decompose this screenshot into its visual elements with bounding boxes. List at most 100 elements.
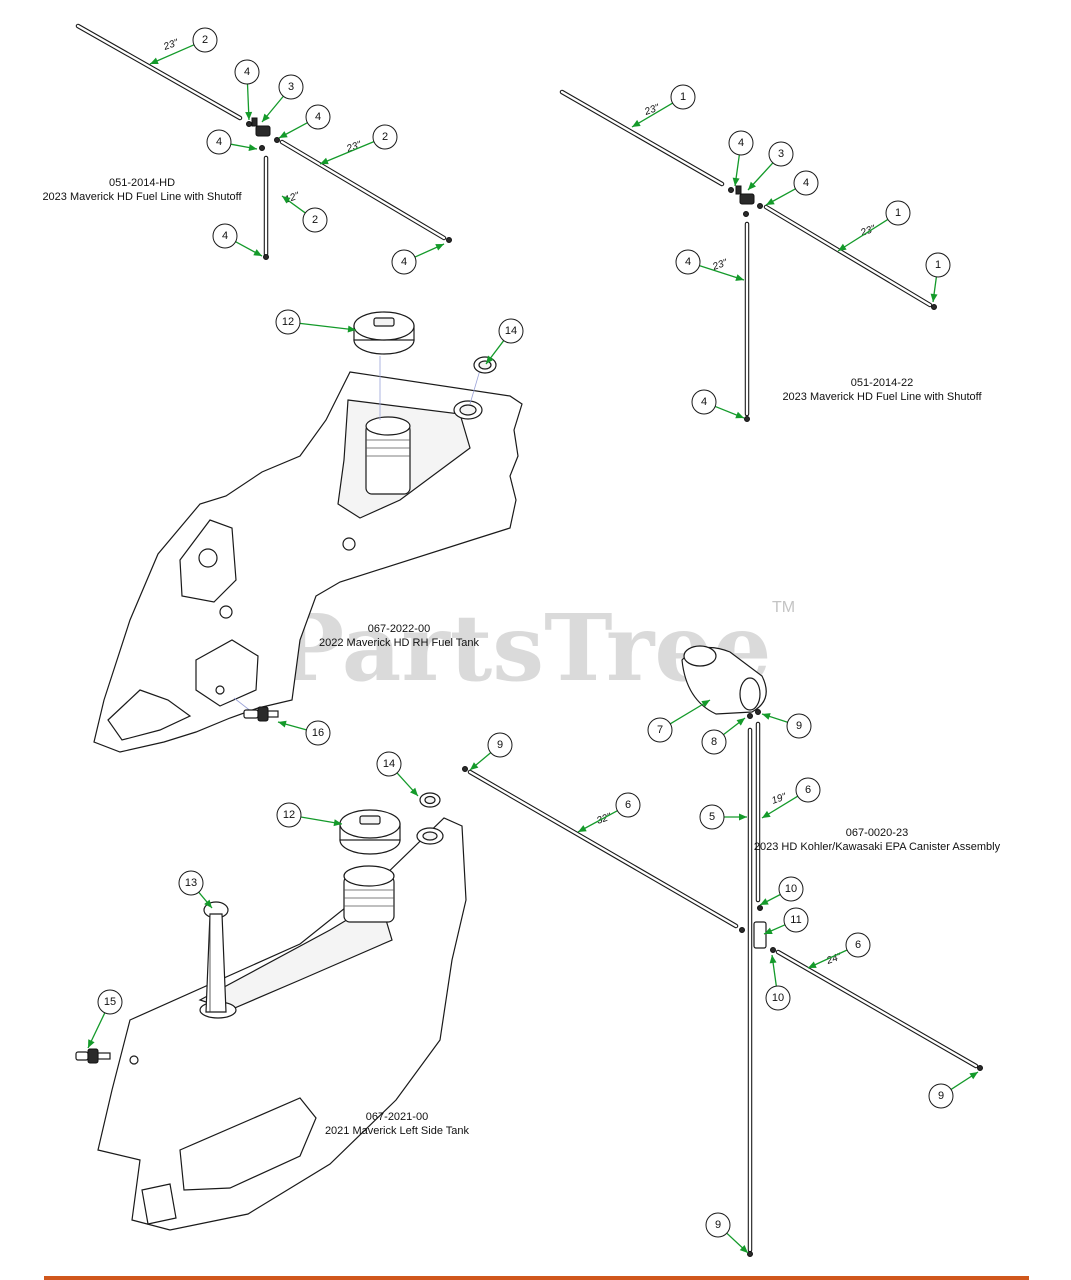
left-side-tank xyxy=(97,817,467,1231)
fitting-left xyxy=(75,1048,111,1064)
callout-balloon[interactable] xyxy=(305,104,331,130)
callout-arrowhead xyxy=(739,1244,748,1253)
callout-number: 6 xyxy=(625,799,631,811)
callout-arrowhead xyxy=(470,762,479,770)
callout-arrowhead xyxy=(320,157,329,165)
callout-balloon[interactable] xyxy=(487,732,513,758)
length-label: 23" xyxy=(642,102,661,118)
callout-balloon[interactable] xyxy=(305,720,331,746)
callout-arrowhead xyxy=(769,955,777,964)
callout-balloon[interactable] xyxy=(675,249,701,275)
callout-balloon[interactable] xyxy=(275,309,301,335)
assembly-name-fuel-line-hd: 2023 Maverick HD Fuel Line with Shutoff xyxy=(42,191,242,203)
callout-leader xyxy=(319,141,375,165)
callout-balloon[interactable] xyxy=(391,249,417,275)
length-label: 19" xyxy=(770,791,788,807)
callout-arrowhead xyxy=(969,1072,978,1080)
callout-balloon[interactable] xyxy=(928,1083,954,1109)
callout-balloon[interactable] xyxy=(234,59,260,85)
callout-balloon[interactable] xyxy=(768,141,794,167)
callout-balloon[interactable] xyxy=(278,74,304,100)
callout-arrowhead xyxy=(764,927,773,934)
callout-balloon[interactable] xyxy=(670,84,696,110)
callout-number: 9 xyxy=(938,1090,944,1102)
callout-balloon[interactable] xyxy=(786,713,812,739)
callout-number: 4 xyxy=(738,137,744,149)
callout-arrowhead xyxy=(748,181,756,190)
callout-arrowhead xyxy=(262,113,270,122)
callout-balloon[interactable] xyxy=(699,804,725,830)
fuel-gauge-sender xyxy=(203,901,229,1013)
callout-number: 12 xyxy=(282,316,294,328)
fuel-line-assembly-hd xyxy=(75,23,452,260)
callout-arrowhead xyxy=(248,144,257,151)
callout-arrowhead xyxy=(632,119,641,127)
assembly-name-epa-canister: 2023 HD Kohler/Kawasaki EPA Canister Ass… xyxy=(754,841,1001,853)
callout-number: 4 xyxy=(803,177,809,189)
callout-balloon[interactable] xyxy=(372,124,398,150)
callout-balloon[interactable] xyxy=(705,1212,731,1238)
callout-number: 14 xyxy=(383,758,395,770)
callout-balloon[interactable] xyxy=(701,729,727,755)
callout-leader xyxy=(149,44,195,65)
assembly-code-left-tank: 067-2021-00 xyxy=(366,1111,428,1123)
callout-number: 6 xyxy=(805,784,811,796)
callout-balloon[interactable] xyxy=(793,170,819,196)
callout-arrowhead xyxy=(88,1039,95,1048)
callout-arrowhead xyxy=(245,111,253,120)
callout-number: 2 xyxy=(312,214,318,226)
callout-arrowhead xyxy=(150,57,159,65)
callout-balloon[interactable] xyxy=(97,989,123,1015)
epa-canister-assembly xyxy=(462,645,983,1257)
length-label: 12" xyxy=(283,190,301,206)
fuel-cap-left xyxy=(339,809,401,855)
callout-balloon[interactable] xyxy=(925,252,951,278)
callout-balloon[interactable] xyxy=(178,870,204,896)
callout-balloon[interactable] xyxy=(206,129,232,155)
watermark-tm: TM xyxy=(772,599,795,616)
callout-number: 3 xyxy=(778,148,784,160)
callout-arrowhead xyxy=(735,411,744,419)
callout-balloon[interactable] xyxy=(192,27,218,53)
callout-arrowhead xyxy=(279,131,288,138)
callout-arrowhead xyxy=(204,899,212,908)
callout-number: 1 xyxy=(895,207,901,219)
callout-balloon[interactable] xyxy=(778,876,804,902)
callout-balloon[interactable] xyxy=(498,318,524,344)
callout-number: 13 xyxy=(185,877,197,889)
callout-arrowhead xyxy=(578,825,587,832)
callout-balloon[interactable] xyxy=(302,207,328,233)
callout-number: 11 xyxy=(790,914,801,926)
callout-arrowhead xyxy=(930,293,938,302)
grommet-left xyxy=(419,792,441,808)
callout-number: 7 xyxy=(657,724,663,736)
callout-balloon[interactable] xyxy=(376,751,402,777)
fuel-line-assembly-22 xyxy=(559,89,937,422)
callout-balloon[interactable] xyxy=(691,389,717,415)
callout-balloon[interactable] xyxy=(845,932,871,958)
callout-number: 2 xyxy=(382,131,388,143)
callout-number: 16 xyxy=(312,727,324,739)
callout-balloon[interactable] xyxy=(783,907,809,933)
callout-balloon[interactable] xyxy=(647,717,673,743)
callout-arrowhead xyxy=(486,355,494,364)
callout-arrowhead xyxy=(435,244,444,251)
callout-balloon[interactable] xyxy=(885,200,911,226)
callout-arrowhead xyxy=(347,325,356,333)
callout-number: 5 xyxy=(709,811,715,823)
callout-balloon[interactable] xyxy=(765,985,791,1011)
length-label: 24" xyxy=(824,951,843,967)
callout-arrowhead xyxy=(838,243,847,251)
callout-balloon[interactable] xyxy=(212,223,238,249)
callout-balloon[interactable] xyxy=(728,130,754,156)
callout-balloon[interactable] xyxy=(795,777,821,803)
callout-balloon[interactable] xyxy=(276,802,302,828)
callout-number: 3 xyxy=(288,81,294,93)
callout-number: 14 xyxy=(505,325,517,337)
callout-number: 15 xyxy=(104,996,116,1008)
callout-number: 4 xyxy=(222,230,228,242)
callout-number: 10 xyxy=(772,992,784,1004)
callout-arrowhead xyxy=(808,961,817,968)
callout-balloon[interactable] xyxy=(615,792,641,818)
callout-number: 6 xyxy=(855,939,861,951)
